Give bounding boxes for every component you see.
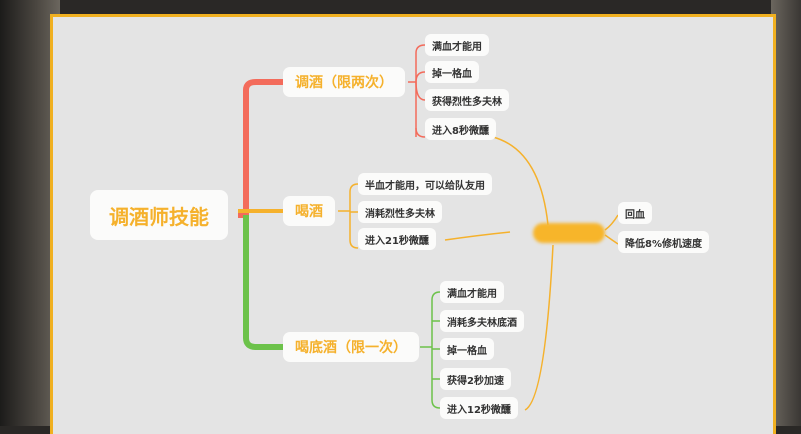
leaf: 进入21秒微醺 <box>358 228 436 250</box>
leaf: 半血才能用，可以给队友用 <box>358 173 492 195</box>
leaf: 进入8秒微醺 <box>425 118 496 140</box>
leaf: 满血才能用 <box>440 281 504 303</box>
root-node: 调酒师技能 <box>90 190 228 240</box>
branch-mix-drink: 调酒（限两次） <box>283 67 405 97</box>
result-leaf: 降低8%修机速度 <box>618 231 709 253</box>
branch-line-3 <box>243 215 283 350</box>
branch-drink-dregs: 喝底酒（限一次） <box>283 332 419 362</box>
branch-drink: 喝酒 <box>283 196 335 226</box>
leaf: 获得2秒加速 <box>440 368 511 390</box>
leaf: 掉一格血 <box>440 338 494 360</box>
branch-line-1 <box>238 79 283 218</box>
leaf: 进入12秒微醺 <box>440 397 518 419</box>
leaf: 消耗多夫林底酒 <box>440 310 524 332</box>
leaf: 满血才能用 <box>425 34 489 56</box>
result-leaf: 回血 <box>618 202 652 224</box>
leaf: 消耗烈性多夫林 <box>358 201 442 223</box>
leaf: 获得烈性多夫林 <box>425 89 509 111</box>
merge-node <box>533 223 605 243</box>
background-decoration-right <box>771 0 801 426</box>
leaf: 掉一格血 <box>425 61 479 83</box>
